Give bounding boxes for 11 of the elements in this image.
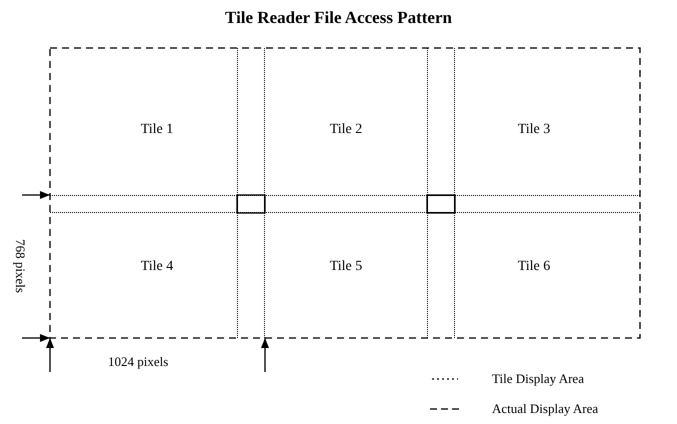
dimension-label: 768 pixels [12, 238, 28, 295]
tile-area: Tile 3 [427, 48, 640, 213]
diagram-title: Tile Reader File Access Pattern [224, 8, 453, 28]
dimension-label: 1024 pixels [108, 354, 168, 370]
legend-label: Actual Display Area [492, 401, 598, 417]
legend-label: Tile Display Area [492, 371, 584, 387]
tile-area: Tile 2 [237, 48, 455, 213]
tile-area: Tile 1 [50, 48, 265, 213]
tile-area: Tile 5 [237, 195, 455, 338]
tile-area: Tile 4 [50, 195, 265, 338]
tile-area: Tile 6 [427, 195, 640, 338]
